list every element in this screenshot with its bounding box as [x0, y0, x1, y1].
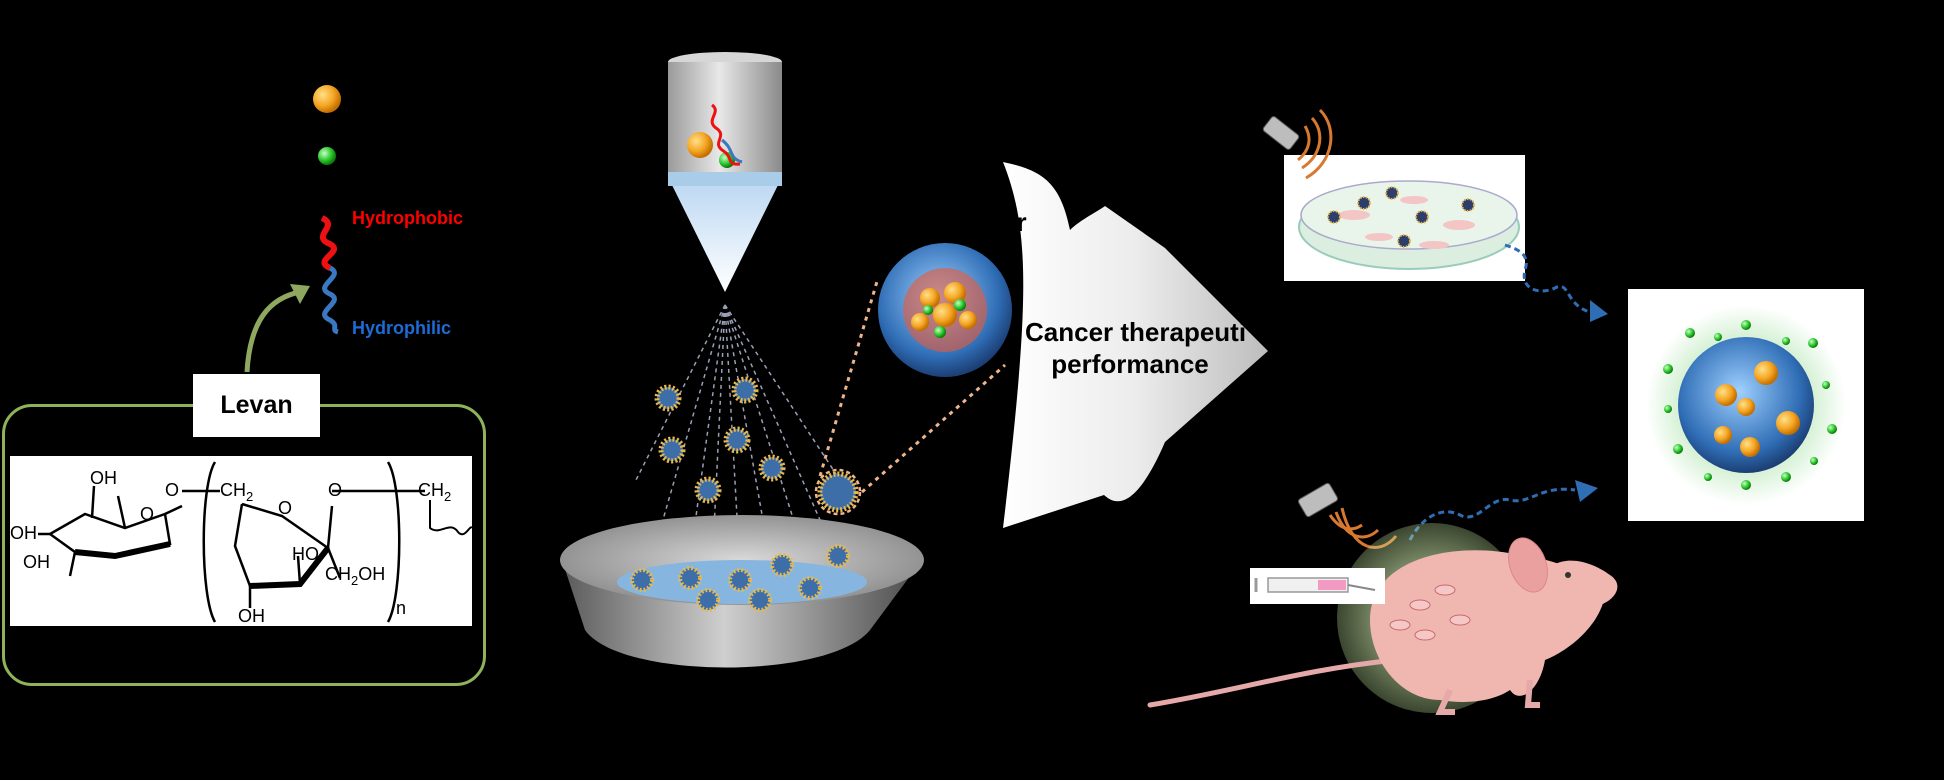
petri-dish-graphic — [1298, 180, 1520, 270]
ch2oh-group: CH2OH — [325, 564, 385, 588]
oh-bottom: OH — [238, 606, 265, 626]
oh-bottom-left: OH — [23, 552, 50, 572]
arrow-partial-text: er — [1002, 207, 1027, 237]
micelle-zoom-icon — [878, 243, 1012, 377]
ultrasound-probe-icon-top — [1262, 108, 1333, 180]
hydrophobic-label: Hydrophobic — [352, 208, 463, 228]
ch2-right: CH2 — [418, 480, 451, 504]
ultrasound-probe-icon-bottom — [1298, 482, 1398, 549]
green-curved-arrow — [244, 289, 301, 373]
arrow-title-line1: Cancer therapeuti — [1025, 317, 1247, 347]
o-link: O — [165, 480, 179, 500]
arrow-title-line2: performance — [1051, 349, 1209, 379]
dye-particle-icon — [318, 147, 336, 165]
arrow-title: Cancer therapeuti performance — [1025, 316, 1270, 380]
falling-micelles — [654, 376, 786, 504]
drug-release-graphic — [1646, 305, 1846, 505]
ch2-left: CH2 — [220, 480, 253, 504]
amphiphilic-chain-icon — [319, 215, 339, 335]
drug-particle-icon — [313, 85, 341, 113]
levan-label-box: Levan — [193, 374, 320, 437]
repeat-n: n — [396, 598, 406, 618]
oh-top: OH — [90, 468, 117, 488]
hydrophilic-label: Hydrophilic — [352, 318, 452, 338]
syringe-icon — [1250, 568, 1385, 604]
o-ring-left: O — [140, 504, 154, 524]
process-arrow — [1003, 162, 1268, 528]
o-ring-right: O — [278, 498, 292, 518]
oh-left: OH — [10, 523, 37, 543]
o-right-link: O — [328, 480, 342, 500]
ho-mid: HO — [292, 544, 319, 564]
levan-chemical-structure: OH OH OH O O CH2 O O HO CH2OH OH n CH2 — [10, 461, 473, 626]
